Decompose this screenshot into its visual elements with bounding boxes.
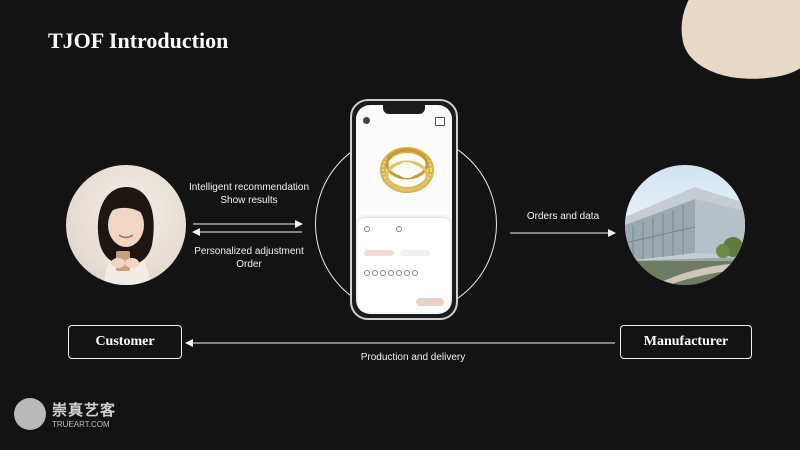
gem-option-icon [404, 270, 410, 276]
phone-screen [356, 105, 452, 314]
gem-option-icon [388, 270, 394, 276]
watermark-logo-icon [14, 398, 46, 430]
phone-mockup [350, 99, 458, 320]
manufacturer-box: Manufacturer [620, 325, 752, 359]
slide-title: TJOF Introduction [48, 28, 229, 53]
customer-photo [66, 165, 186, 285]
option-icon [364, 226, 370, 232]
app-avatar-icon [363, 117, 370, 124]
adjustment-label: Personalized adjustment Order [185, 245, 313, 271]
gem-option-icon [396, 270, 402, 276]
production-delivery-label: Production and delivery [360, 352, 466, 363]
watermark-name-en: TRUEART.COM [52, 420, 110, 429]
show-results-text: Show results [220, 195, 278, 206]
phone-notch [383, 105, 425, 114]
gem-option-icon [372, 270, 378, 276]
gem-option-icon [364, 270, 370, 276]
watermark-name-cn: 崇真艺客 [52, 402, 117, 419]
recommendation-text: Intelligent recommendation [188, 182, 310, 193]
watermark: 崇真艺客 TRUEART.COM [14, 398, 116, 430]
orders-data-label: Orders and data [526, 211, 600, 222]
add-to-cart-button[interactable] [416, 298, 444, 306]
option-chip [400, 250, 430, 256]
personalized-text: Personalized adjustment [194, 246, 304, 257]
customer-illustration [97, 187, 154, 285]
recommendation-label: Intelligent recommendation Show results [185, 181, 313, 207]
option-icon [396, 226, 402, 232]
order-text: Order [236, 259, 262, 270]
manufacturer-photo [625, 165, 745, 285]
shopping-bag-icon [435, 117, 445, 126]
gem-option-icon [412, 270, 418, 276]
watermark-text: 崇真艺客 TRUEART.COM [52, 399, 116, 429]
product-options-sheet [358, 218, 450, 312]
gem-option-icon [380, 270, 386, 276]
gold-ring-image [380, 147, 434, 193]
option-chip [364, 250, 394, 256]
customer-box: Customer [68, 325, 182, 359]
